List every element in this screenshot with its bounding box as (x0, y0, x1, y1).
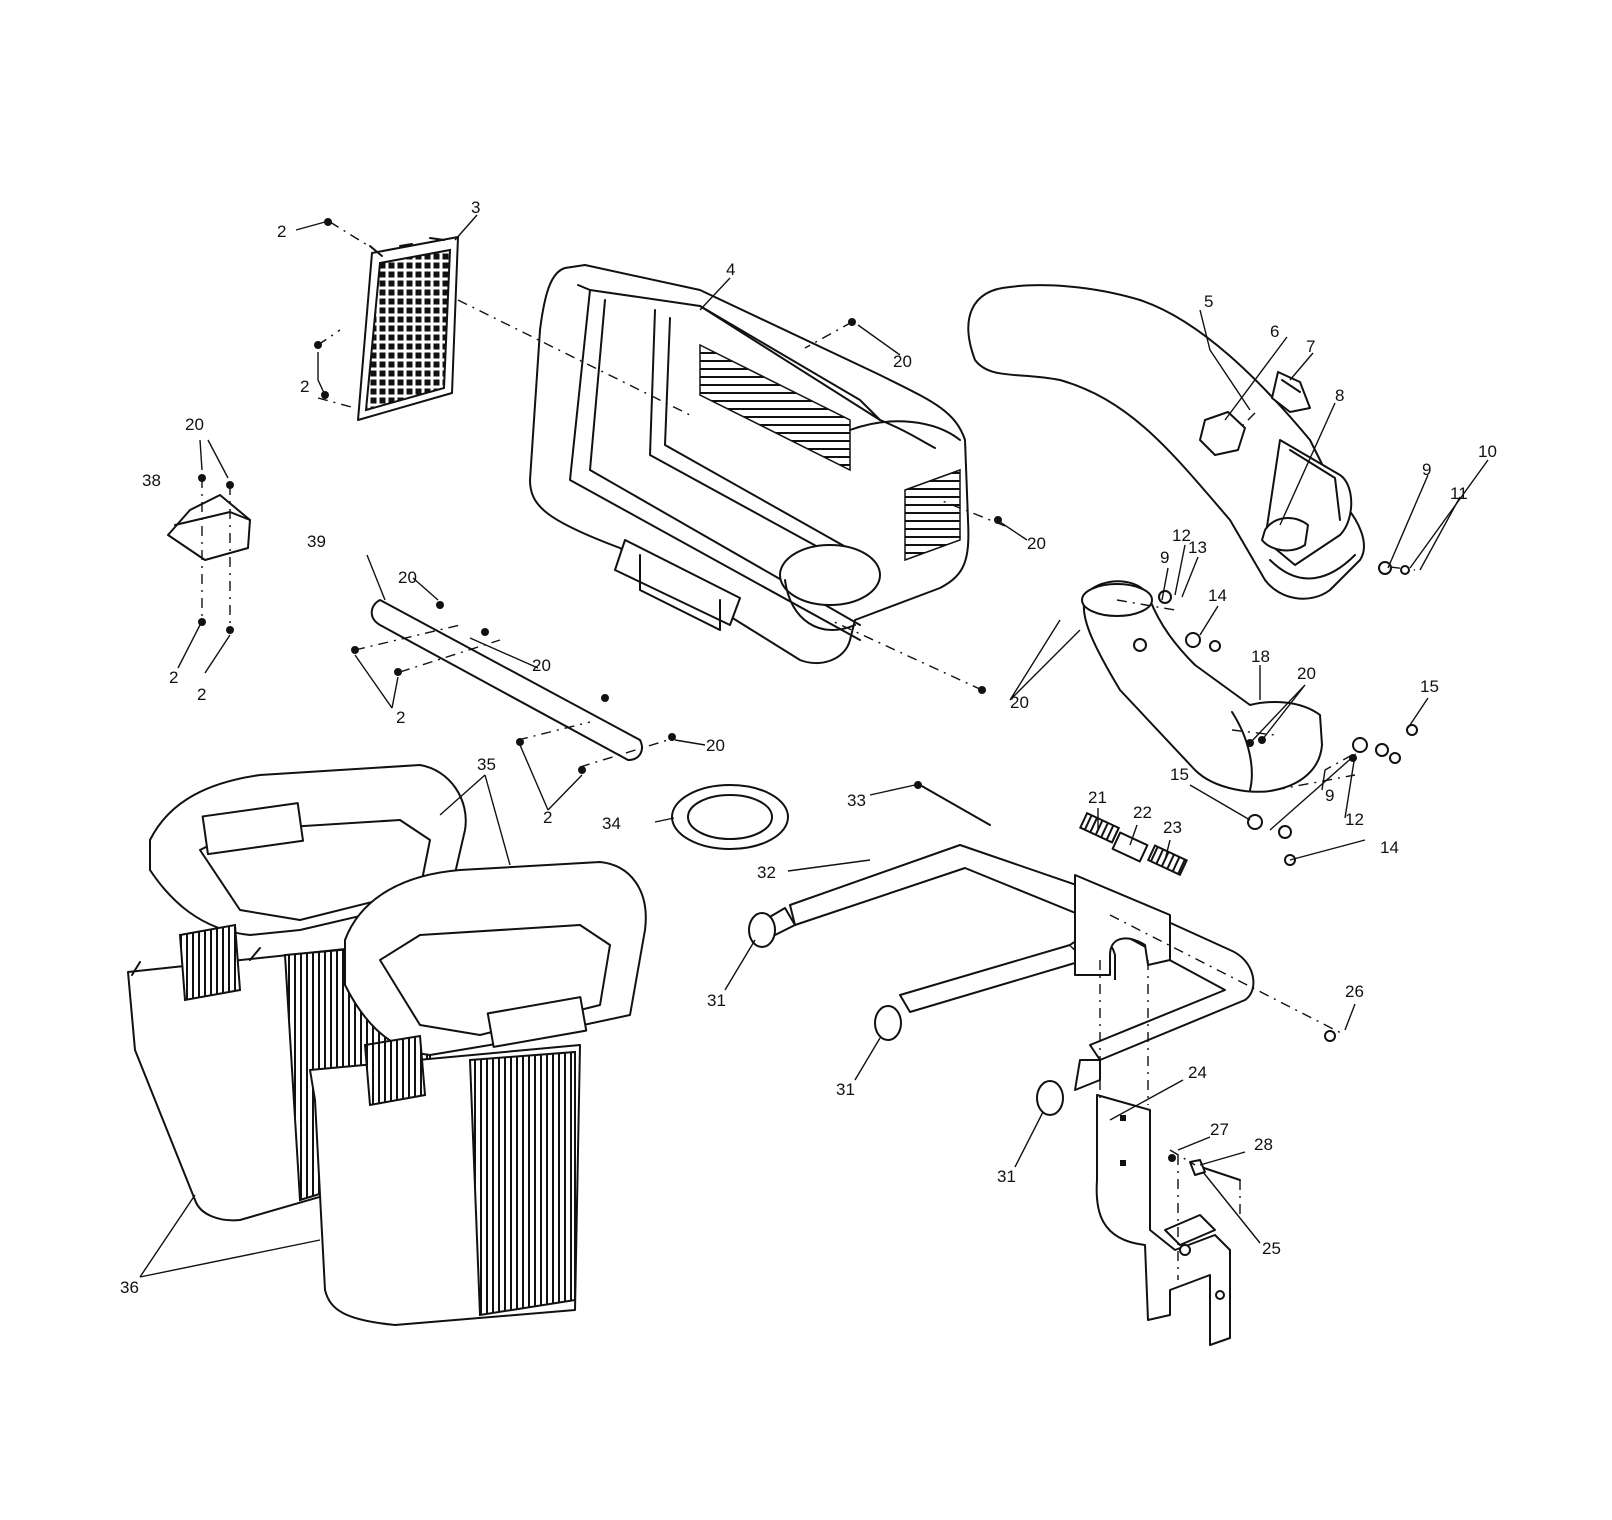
callout-2: 2 (543, 808, 552, 827)
callout-20: 20 (1297, 664, 1316, 683)
part-elbow-tube (1081, 580, 1323, 793)
callout-15: 15 (1420, 677, 1439, 696)
callout-20: 20 (532, 656, 551, 675)
part-7-latch (1271, 371, 1311, 413)
part-8-handle (1261, 517, 1309, 552)
callout-15: 15 (1170, 765, 1189, 784)
callout-13: 13 (1188, 538, 1207, 557)
part-ring-34 (671, 784, 789, 850)
callout-31: 31 (836, 1080, 855, 1099)
part-cap-31-a (748, 912, 776, 948)
callout-35: 35 (477, 755, 496, 774)
callout-11: 11 (1450, 484, 1468, 503)
callout-8: 8 (1335, 386, 1344, 405)
part-mount-bracket (1074, 874, 1171, 976)
part-springs-21-23 (1078, 811, 1189, 877)
callout-22: 22 (1133, 803, 1152, 822)
part-bag-right (309, 861, 647, 1326)
callout-9: 9 (1325, 786, 1334, 805)
leader-lines (139, 214, 1489, 1278)
part-cap-31-b (874, 1005, 902, 1041)
callout-12: 12 (1172, 526, 1191, 545)
callout-6: 6 (1270, 322, 1279, 341)
callout-24: 24 (1188, 1063, 1207, 1082)
part-bracket-38 (167, 494, 251, 561)
callout-2: 2 (169, 668, 178, 687)
hardware-dots (198, 218, 1418, 1162)
callout-12: 12 (1345, 810, 1364, 829)
callout-23: 23 (1163, 818, 1182, 837)
callout-2: 2 (396, 708, 405, 727)
part-bagger-housing (529, 264, 970, 665)
callout-labels: 2 3 2 4 20 5 6 7 8 10 9 11 20 38 20 2 2 … (120, 198, 1497, 1297)
callout-20: 20 (1027, 534, 1046, 553)
callout-36: 36 (120, 1278, 139, 1297)
callout-9: 9 (1422, 460, 1431, 479)
callout-20: 20 (398, 568, 417, 587)
callout-2: 2 (197, 685, 206, 704)
part-grille-screen (357, 236, 459, 421)
part-frame-32 (767, 844, 1255, 1091)
callout-39: 39 (307, 532, 326, 551)
callout-31: 31 (707, 991, 726, 1010)
part-28-pin (1189, 1159, 1241, 1181)
part-cap-31-c (1036, 1080, 1064, 1116)
callout-14: 14 (1380, 838, 1399, 857)
callout-20: 20 (1010, 693, 1029, 712)
callout-14: 14 (1208, 586, 1227, 605)
callout-33: 33 (847, 791, 866, 810)
callout-32: 32 (757, 863, 776, 882)
assembly-lines (201, 221, 1416, 1280)
callout-21: 21 (1088, 788, 1107, 807)
callout-5: 5 (1204, 292, 1213, 311)
callout-20: 20 (185, 415, 204, 434)
part-6-clip (1199, 411, 1246, 456)
callout-34: 34 (602, 814, 621, 833)
callout-20: 20 (893, 352, 912, 371)
callout-25: 25 (1262, 1239, 1281, 1258)
callout-3: 3 (471, 198, 480, 217)
callout-10: 10 (1478, 442, 1497, 461)
callout-31: 31 (997, 1167, 1016, 1186)
callout-2: 2 (300, 377, 309, 396)
callout-9: 9 (1160, 548, 1169, 567)
callout-26: 26 (1345, 982, 1364, 1001)
callout-27: 27 (1210, 1120, 1229, 1139)
callout-38: 38 (142, 471, 161, 490)
part-deflector-39 (370, 599, 643, 761)
callout-20: 20 (706, 736, 725, 755)
part-rod-33 (919, 784, 991, 826)
callout-2: 2 (277, 222, 286, 241)
callout-28: 28 (1254, 1135, 1273, 1154)
callout-18: 18 (1251, 647, 1270, 666)
part-bracket-24 (1095, 1094, 1231, 1346)
callout-7: 7 (1306, 337, 1315, 356)
callout-4: 4 (726, 260, 735, 279)
